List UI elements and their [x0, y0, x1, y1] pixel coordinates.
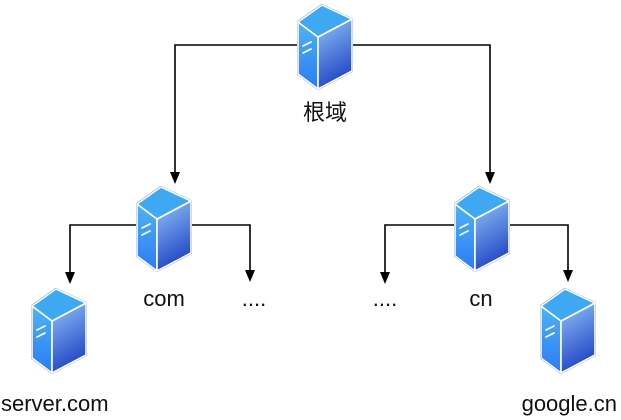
connector-root-cn [352, 44, 491, 173]
connector-com-servercom [69, 224, 137, 273]
arrowhead-down-icon [245, 270, 255, 282]
server-icon-root [297, 4, 353, 90]
arrowhead-down-icon [563, 270, 573, 282]
server-icon-server-com [31, 288, 87, 374]
arrowhead-down-icon [485, 172, 495, 184]
cn-domain-label: cn [469, 286, 493, 311]
root-domain-label: 根域 [302, 100, 348, 125]
connector-arrowheads [65, 172, 573, 284]
server-icon-google-cn [540, 288, 596, 374]
connector-root-com [174, 44, 298, 173]
connector-cn-more [384, 224, 455, 273]
com-domain-label: com [143, 286, 185, 311]
connector-com-more [191, 224, 251, 271]
arrowhead-down-icon [65, 272, 75, 284]
server-icon-com [136, 186, 192, 272]
arrowhead-down-icon [380, 272, 390, 284]
server-icon-cn [454, 186, 510, 272]
connector-cn-googlecn [509, 224, 569, 271]
cn-ellipsis-label: .... [372, 286, 398, 311]
com-ellipsis-label: .... [241, 286, 267, 311]
google-cn-label: google.cn [521, 391, 617, 416]
server-com-label: server.com [1, 391, 109, 416]
arrowhead-down-icon [170, 172, 180, 184]
connector-lines [69, 44, 569, 273]
